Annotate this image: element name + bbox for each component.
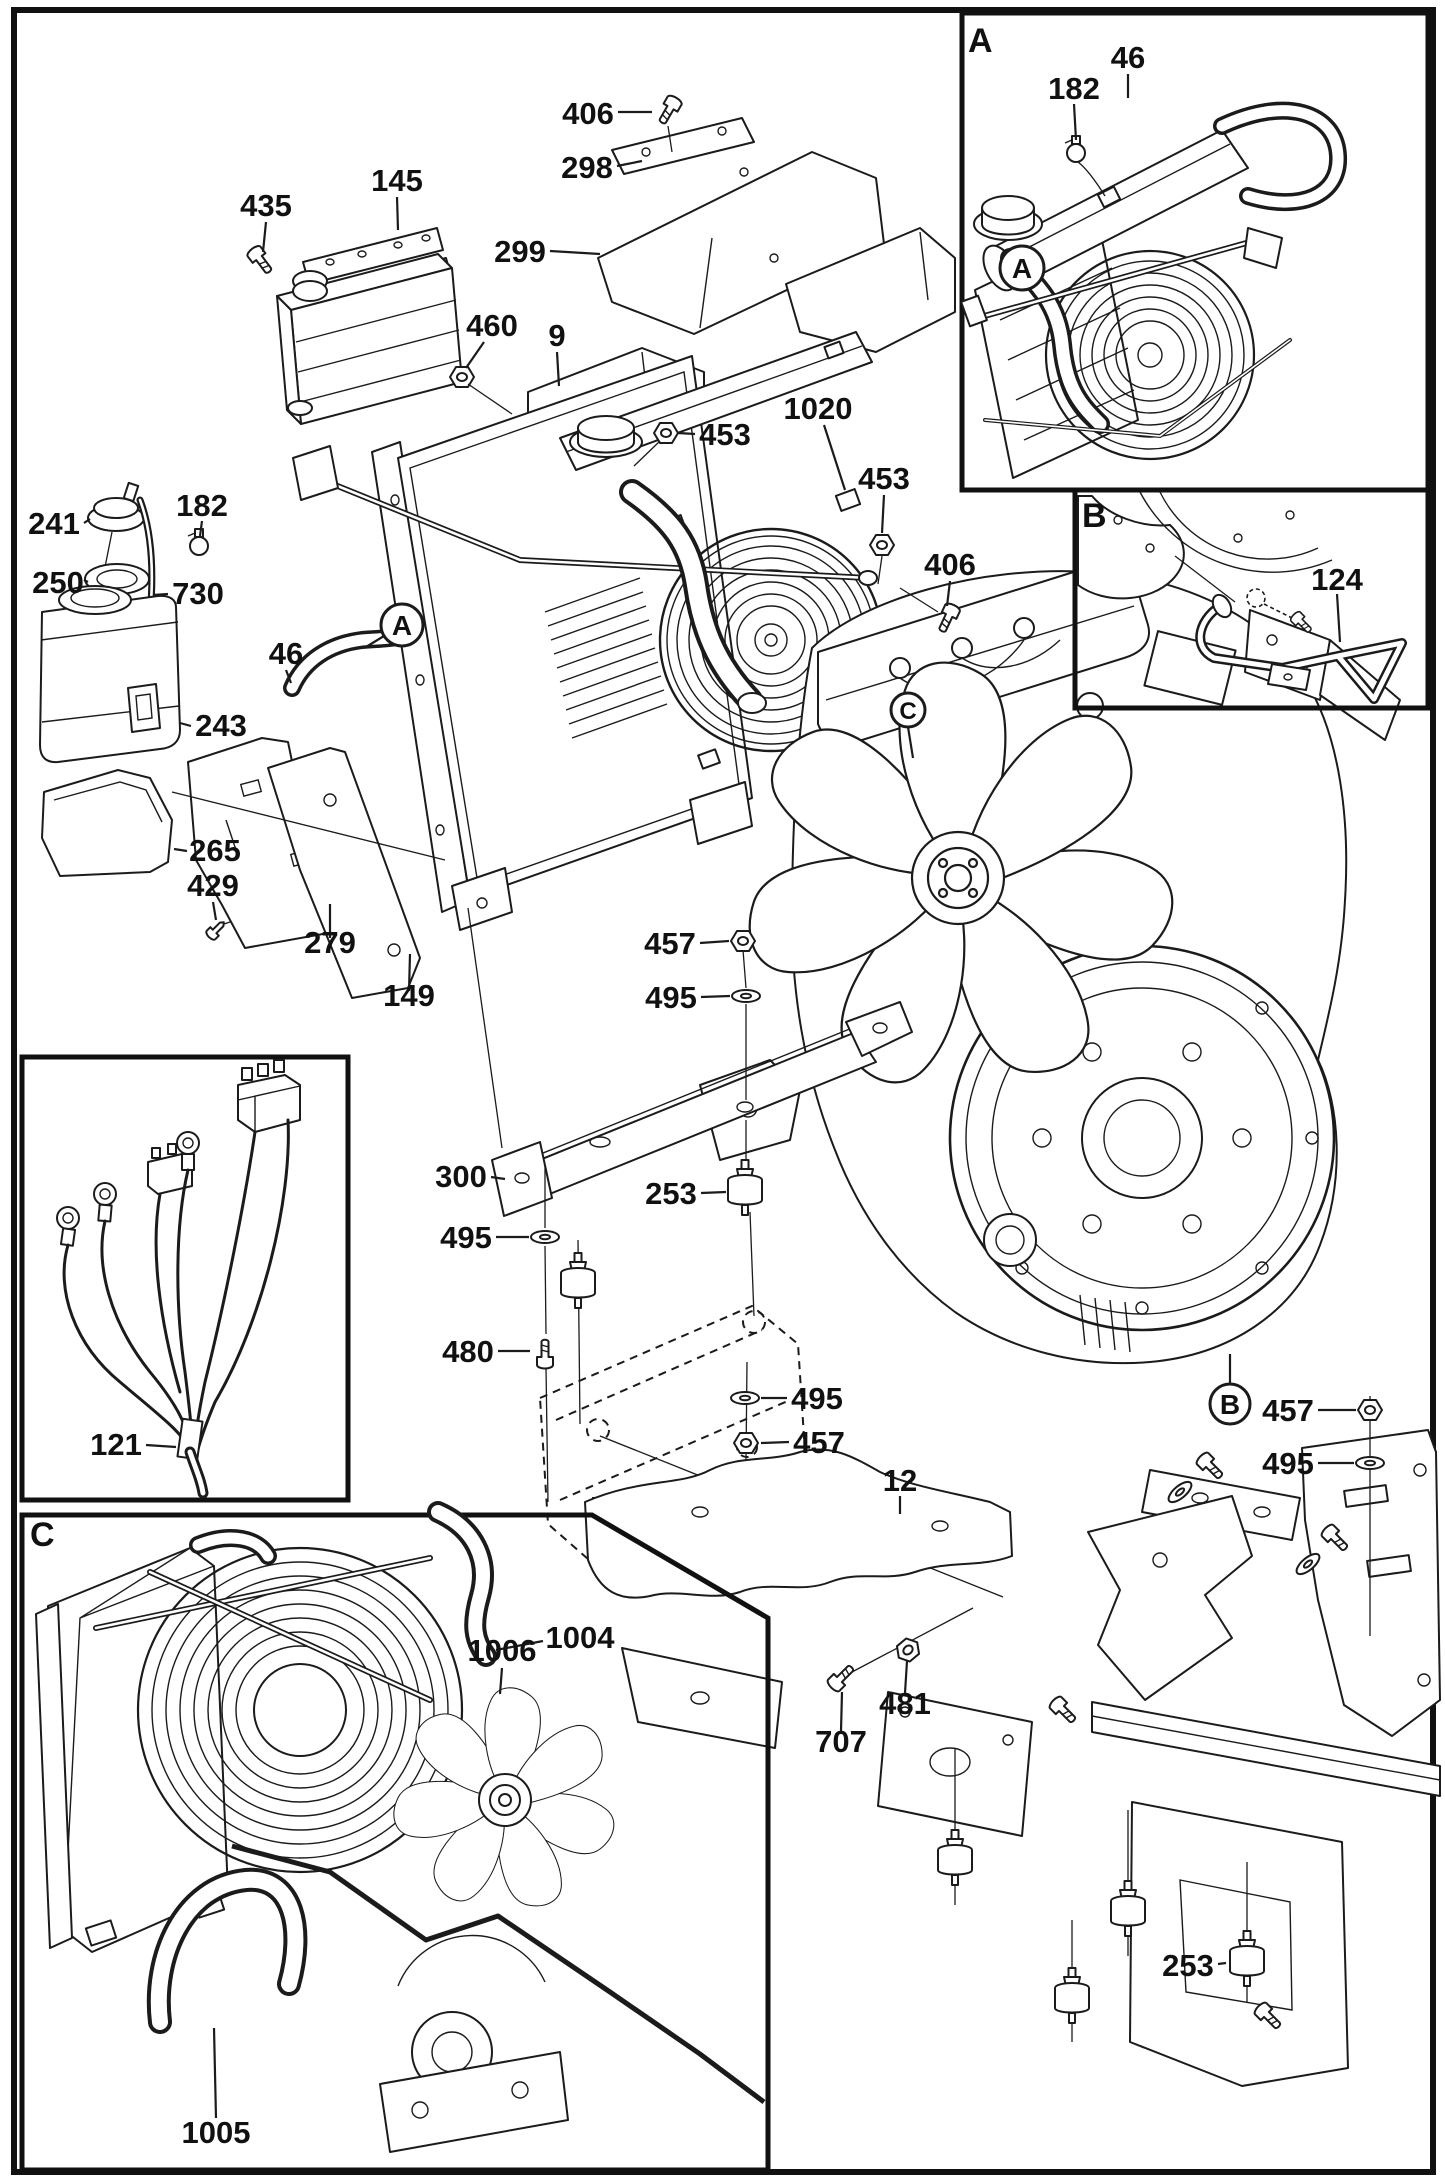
part-label-300: 300 bbox=[435, 1159, 487, 1194]
part-label-250: 250 bbox=[32, 565, 84, 600]
part-label-145: 145 bbox=[371, 163, 423, 198]
part-label-495-b: 495 bbox=[440, 1220, 492, 1255]
inset-c bbox=[19, 1501, 771, 2173]
part-label-457-a: 457 bbox=[644, 926, 696, 961]
part-label-457-c: 457 bbox=[1262, 1393, 1314, 1428]
part-label-480: 480 bbox=[442, 1334, 494, 1369]
inset-b-letter: B bbox=[1082, 497, 1107, 535]
inset-a bbox=[959, 10, 1431, 493]
part-label-730: 730 bbox=[172, 576, 224, 611]
inset-c-shroud bbox=[136, 1546, 464, 1874]
part-label-253-b: 253 bbox=[1162, 1948, 1214, 1983]
part-label-1006: 1006 bbox=[468, 1633, 537, 1668]
inset-b bbox=[1072, 487, 1431, 711]
leader-lines bbox=[83, 74, 1356, 2119]
part-label-121: 121 bbox=[90, 1427, 142, 1462]
part-label-435: 435 bbox=[240, 188, 292, 223]
part-label-182-main: 182 bbox=[176, 488, 228, 523]
part-label-46-main: 46 bbox=[269, 636, 303, 671]
harness-inset bbox=[19, 1054, 351, 1503]
part-label-429: 429 bbox=[187, 868, 239, 903]
part-label-1004: 1004 bbox=[546, 1620, 616, 1655]
inset-a-shroud bbox=[1044, 249, 1256, 461]
callout-circles: A A B C bbox=[365, 253, 1252, 1426]
part-label-453-a: 453 bbox=[699, 417, 751, 452]
callout-b-main: B bbox=[1220, 1389, 1240, 1420]
callout-a-inset: A bbox=[1012, 253, 1032, 284]
part-label-46-inset: 46 bbox=[1111, 40, 1145, 75]
part-label-453-b: 453 bbox=[858, 461, 910, 496]
part-label-298: 298 bbox=[561, 150, 613, 185]
wiring-harness-121 bbox=[56, 1059, 301, 1499]
part-label-12: 12 bbox=[883, 1463, 917, 1498]
part-label-460: 460 bbox=[466, 308, 518, 343]
part-label-241: 241 bbox=[28, 506, 80, 541]
part-label-299: 299 bbox=[494, 234, 546, 269]
part-label-495-c: 495 bbox=[791, 1381, 843, 1416]
part-label-1020: 1020 bbox=[784, 391, 853, 426]
part-labels: 406 298 299 435 145 460 9 453 1020 453 4… bbox=[28, 40, 1363, 2150]
part-label-707: 707 bbox=[815, 1724, 867, 1759]
part-label-495-d: 495 bbox=[1262, 1446, 1314, 1481]
callout-a-main: A bbox=[392, 610, 412, 641]
inset-c-letter: C bbox=[30, 1516, 55, 1554]
part-label-182-inset: 182 bbox=[1048, 71, 1100, 106]
part-label-149: 149 bbox=[383, 978, 435, 1013]
support-bar-assembly bbox=[467, 907, 913, 1503]
part-label-457-b: 457 bbox=[793, 1425, 845, 1460]
callout-c-main: C bbox=[899, 698, 916, 725]
part-label-406-top: 406 bbox=[562, 96, 614, 131]
fan-1006 bbox=[390, 1684, 621, 1915]
part-label-406-b: 406 bbox=[924, 547, 976, 582]
engine-mounting-frame bbox=[584, 1396, 1441, 2087]
loose-fasteners bbox=[633, 92, 963, 636]
inset-a-letter: A bbox=[968, 22, 993, 60]
bracket-12 bbox=[584, 1448, 1013, 1599]
part-label-279: 279 bbox=[304, 925, 356, 960]
radiator-assembly bbox=[292, 331, 884, 931]
plate-149 bbox=[267, 747, 421, 999]
part-label-265: 265 bbox=[189, 833, 241, 868]
part-label-1005: 1005 bbox=[182, 2115, 251, 2150]
reservoir-assembly bbox=[39, 366, 513, 999]
part-label-243: 243 bbox=[195, 708, 247, 743]
part-label-253-a: 253 bbox=[645, 1176, 697, 1211]
part-label-481: 481 bbox=[879, 1686, 931, 1721]
part-label-495-a: 495 bbox=[645, 980, 697, 1015]
part-label-9: 9 bbox=[548, 318, 565, 353]
part-label-124: 124 bbox=[1311, 562, 1363, 597]
cooling-fan bbox=[735, 660, 1182, 1099]
oil-cooler-assembly bbox=[244, 227, 463, 425]
engine-assembly bbox=[699, 565, 1401, 1365]
